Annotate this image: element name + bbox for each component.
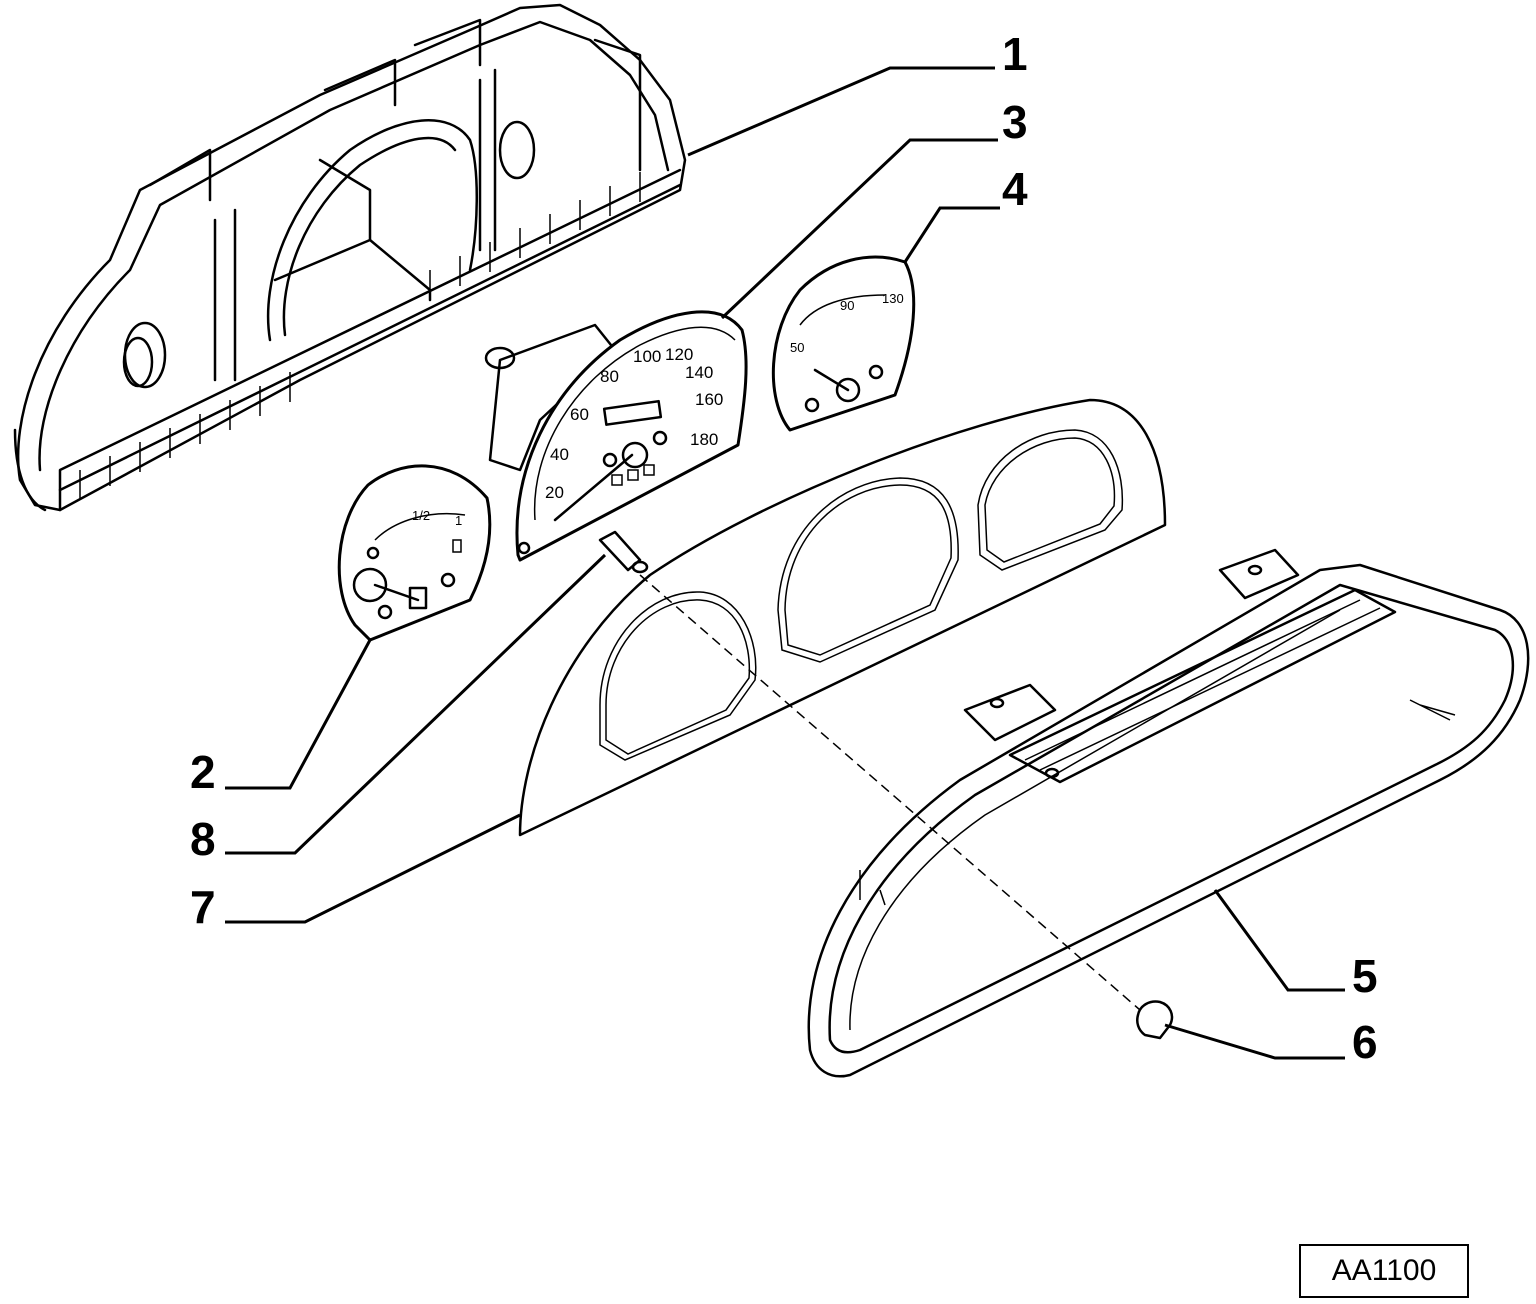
speed-label-100: 100 bbox=[633, 347, 661, 366]
speedometer-scale: 20 40 60 80 100 120 140 160 180 bbox=[545, 345, 723, 502]
speed-label-160: 160 bbox=[695, 390, 723, 409]
leader-1 bbox=[687, 66, 995, 157]
front-lens-frame bbox=[807, 548, 1530, 1078]
leader-8 bbox=[225, 553, 607, 855]
leader-6 bbox=[1164, 1023, 1345, 1060]
fuel-label-half: 1/2 bbox=[412, 508, 430, 523]
reset-knob bbox=[1136, 1000, 1174, 1040]
drawing-code-label: AA1100 bbox=[1299, 1244, 1469, 1298]
callout-8: 8 bbox=[190, 813, 216, 865]
speed-label-40: 40 bbox=[550, 445, 569, 464]
assembly-axis bbox=[639, 574, 1141, 1011]
speed-label-180: 180 bbox=[690, 430, 718, 449]
bulb-holder bbox=[598, 530, 649, 574]
leader-7 bbox=[225, 813, 521, 924]
leader-2 bbox=[225, 639, 372, 790]
callout-1: 1 bbox=[1002, 28, 1028, 80]
temp-label-90: 90 bbox=[840, 298, 854, 313]
speed-label-140: 140 bbox=[685, 363, 713, 382]
speed-label-120: 120 bbox=[665, 345, 693, 364]
speed-label-60: 60 bbox=[570, 405, 589, 424]
temp-label-50: 50 bbox=[790, 340, 804, 355]
leader-3 bbox=[720, 138, 998, 320]
callout-7: 7 bbox=[190, 881, 216, 933]
fuel-label-full: 1 bbox=[455, 513, 462, 528]
speedometer: 20 40 60 80 100 120 140 160 180 bbox=[484, 310, 748, 562]
temperature-gauge: 50 90 130 bbox=[771, 255, 916, 432]
leader-5 bbox=[1213, 889, 1345, 992]
callout-numbers: 1 3 4 2 8 7 5 6 bbox=[190, 28, 1378, 1068]
leader-lines bbox=[225, 66, 1345, 1060]
temp-label-130: 130 bbox=[882, 291, 904, 306]
rear-housing bbox=[13, 3, 687, 512]
fuel-gauge: 1/2 1 bbox=[337, 464, 492, 642]
callout-4: 4 bbox=[1002, 163, 1028, 215]
speed-label-80: 80 bbox=[600, 367, 619, 386]
callout-3: 3 bbox=[1002, 96, 1028, 148]
speed-label-20: 20 bbox=[545, 483, 564, 502]
callout-5: 5 bbox=[1352, 950, 1378, 1002]
leader-4 bbox=[903, 206, 1000, 263]
dial-panel bbox=[518, 398, 1167, 837]
callout-6: 6 bbox=[1352, 1016, 1378, 1068]
callout-2: 2 bbox=[190, 746, 216, 798]
